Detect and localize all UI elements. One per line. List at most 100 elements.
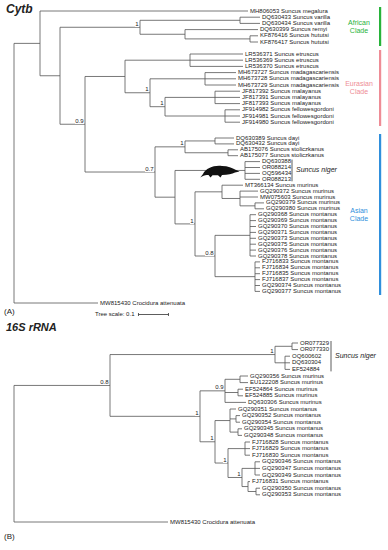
tree-branch	[230, 432, 238, 433]
support-value: 0.7	[145, 166, 154, 172]
scale-label: Tree scale: 0.1	[95, 311, 134, 318]
tree-branch	[228, 149, 238, 150]
support-value: 1	[180, 140, 184, 146]
tree-branch	[85, 172, 155, 173]
taxon-label: FJ716828 Suncus montanus	[252, 439, 328, 446]
taxon-label: OR077329	[300, 340, 329, 347]
taxon-label: LR536371 Suncus etruscus	[245, 51, 319, 58]
tree-branch	[110, 416, 200, 417]
support-value: 1	[223, 457, 227, 463]
taxon-label: FJ716831 Suncus montanus	[252, 478, 328, 485]
tree-branch	[165, 116, 225, 117]
taxon-label: GQ290349 Suncus montanus	[262, 472, 341, 479]
tree-branch	[40, 11, 248, 12]
tree-branch	[245, 161, 260, 162]
tree-branch	[236, 415, 240, 416]
tree-branch	[242, 468, 255, 469]
tree-branch	[205, 72, 236, 73]
tree-branch	[60, 124, 85, 125]
tree-branch	[275, 346, 292, 347]
tree-branch	[248, 481, 250, 482]
tree-branch	[190, 54, 243, 55]
tree-branch	[155, 197, 175, 198]
tree-branch	[255, 273, 260, 274]
tree-branch	[250, 42, 258, 43]
clade-label: African Clade	[342, 19, 376, 35]
taxon-label: EF524885 Suncus murinus	[245, 392, 317, 399]
tree-branch	[225, 116, 240, 117]
tree-branch	[292, 349, 298, 350]
taxon-label: DQ630304	[292, 359, 321, 366]
tree-branch	[250, 250, 256, 251]
support-value: 1	[210, 435, 214, 441]
tree-branch	[255, 267, 260, 268]
tree-branch	[85, 76, 125, 77]
tree-branch	[245, 167, 260, 168]
taxon-label: OQ600602	[292, 353, 321, 360]
tree-branch	[228, 448, 245, 449]
tree-branch	[215, 235, 250, 236]
tree-branch	[285, 362, 290, 363]
tree-branch	[240, 23, 260, 24]
tree-branch	[245, 448, 250, 449]
taxon-label: JF914982 Suncus fellowesgordoni	[242, 106, 334, 113]
tree-branch	[140, 34, 185, 35]
tree-branch	[110, 354, 275, 355]
tree-branch	[228, 155, 238, 156]
taxon-label: LR536370 Suncus etruscus	[245, 63, 319, 70]
tree-branch	[195, 191, 222, 192]
scale-bar	[138, 314, 168, 315]
tree-branch	[238, 389, 243, 390]
support-value: 1	[237, 471, 241, 477]
tree-branch	[250, 214, 256, 215]
taxon-label: JF914981 Suncus fellowesgordoni	[242, 113, 334, 120]
tree-branch	[215, 143, 234, 144]
tree-branch	[245, 455, 250, 456]
taxon-label: MH673727 Suncus madagascariensis	[238, 69, 339, 76]
tree-branch	[195, 256, 215, 257]
tree-branch	[222, 185, 243, 186]
species-label: Suncus niger	[335, 352, 376, 360]
tree-branch	[215, 91, 240, 92]
tree-branch	[215, 97, 240, 98]
tree-branch	[230, 418, 236, 419]
clade-bar	[379, 7, 381, 46]
tree-branch	[14, 43, 40, 44]
tree-branch	[245, 173, 260, 174]
clade-label: Eurasian Clade	[342, 80, 376, 96]
taxon-label: DQ630433 Suncus varilla	[262, 14, 330, 21]
clade-bar	[379, 134, 381, 295]
tree-branch	[185, 38, 250, 39]
tree-branch	[236, 422, 240, 423]
tree-branch	[225, 402, 246, 403]
tree-branch	[225, 109, 240, 110]
taxon-label: GQ290352 Suncus montanus	[242, 412, 321, 419]
tree-branch	[14, 385, 110, 386]
taxon-label: OR077330	[300, 346, 329, 353]
taxon-label: MH673729 Suncus madagascariensis	[238, 82, 339, 89]
tree-branch	[60, 27, 140, 28]
tree-branch	[200, 390, 225, 391]
tree-branch	[200, 441, 215, 442]
scale-bar	[168, 313, 169, 316]
taxon-label: EU122208 Suncus murinus	[250, 379, 323, 386]
species-bracket	[331, 341, 332, 371]
tree-branch	[222, 198, 240, 199]
taxon-label: GQ290353 Suncus montanus	[262, 491, 341, 498]
taxon-label: FJ716830 Suncus montanus	[252, 452, 328, 459]
taxon-label: MW815430 Crocidura attenuata	[100, 300, 185, 307]
shrew-body	[200, 166, 239, 178]
support-value: 0.9	[75, 118, 84, 124]
tree-branch	[215, 276, 255, 277]
tree-branch	[275, 362, 285, 363]
tree-branch	[285, 356, 290, 357]
tree-branch	[240, 382, 248, 383]
taxon-label: GQ290350 Suncus montanus	[262, 485, 341, 492]
tree-branch	[242, 486, 248, 487]
taxon-label: GQ290346 Suncus montanus	[262, 458, 341, 465]
tree-branch	[225, 379, 240, 380]
tree-branch	[250, 244, 256, 245]
tree-branch	[225, 392, 238, 393]
taxon-label: GQ290345 Suncus montanus	[244, 425, 323, 432]
